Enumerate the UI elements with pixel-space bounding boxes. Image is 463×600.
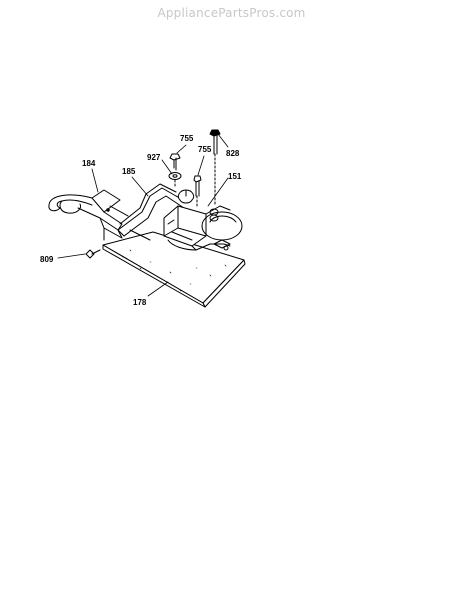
part-label-755-right: 755	[198, 145, 212, 154]
bracket-arm	[117, 183, 185, 241]
part-label-755-left: 755	[180, 134, 194, 143]
part-label-809: 809	[40, 255, 54, 264]
screw-755-right	[193, 175, 202, 209]
insulation-plate	[102, 231, 246, 308]
motor-assembly	[163, 189, 243, 251]
part-label-185: 185	[122, 167, 136, 176]
leader-lines	[57, 133, 229, 297]
screw-809	[85, 249, 101, 259]
part-label-927: 927	[147, 153, 161, 162]
hook-part	[48, 189, 129, 241]
washer-927	[168, 172, 182, 187]
part-label-828: 828	[226, 149, 240, 158]
part-label-151: 151	[228, 172, 242, 181]
part-label-178: 178	[133, 298, 147, 307]
nut-755-left	[169, 153, 181, 171]
watermark-text: AppliancePartsPros.com	[157, 6, 306, 20]
part-label-184: 184	[82, 159, 96, 168]
screw-828	[209, 129, 221, 207]
